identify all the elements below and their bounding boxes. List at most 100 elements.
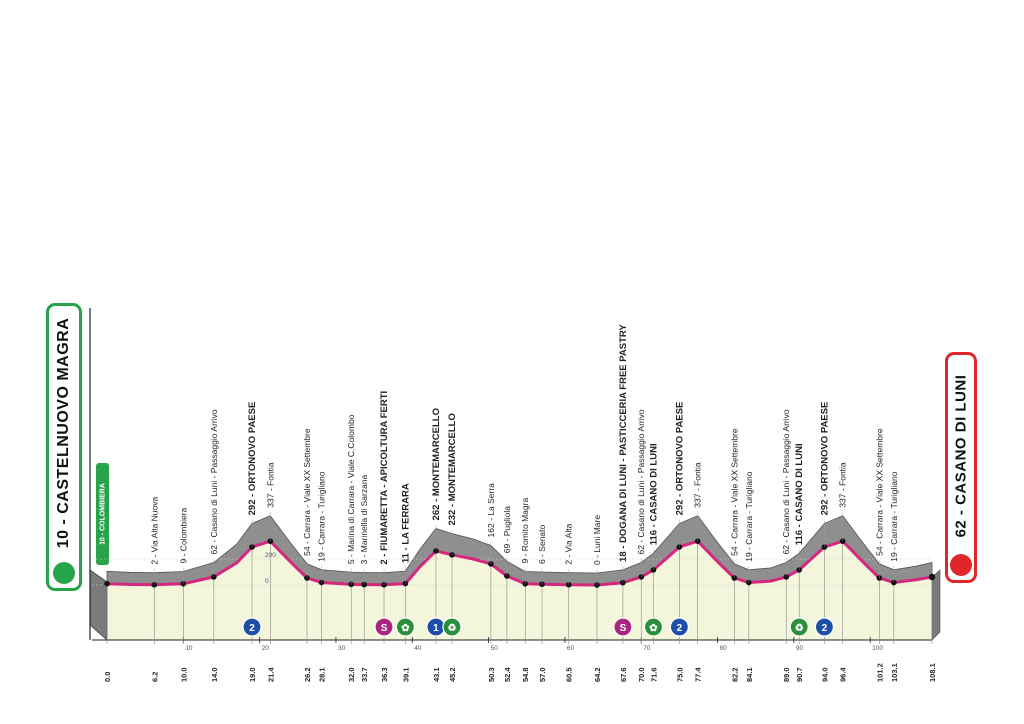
feed-marker-icon [395, 617, 416, 637]
location-km-label: 0.0 [103, 672, 112, 682]
location-label: 292 - ORTONOVO PAESE [247, 402, 258, 516]
km-axis-tick-label: 80 [720, 645, 728, 652]
location-label: 11 - LA FERRARA [400, 483, 411, 563]
location-km-label: 94.0 [820, 667, 829, 682]
profile-base-fill [107, 541, 932, 640]
location-km-label: 43.1 [432, 667, 441, 682]
location-label: 9 - Colombiera [178, 507, 188, 563]
location-km-label: 33.7 [360, 667, 369, 682]
location-km-label: 67.6 [619, 667, 628, 682]
location-km-label: 64.2 [593, 667, 602, 682]
location-label: 232 - MONTEMARCELLO [447, 413, 458, 525]
location-label: 292 - ORTONOVO PAESE [674, 402, 685, 516]
location-dot [104, 580, 110, 587]
finish-cyclist-icon [950, 554, 972, 576]
location-km-label: 39.1 [401, 667, 410, 682]
km-axis-tick-label: 70 [643, 645, 651, 652]
location-km-label: 50.3 [487, 667, 496, 682]
feed-marker-label: ♻ [447, 623, 456, 634]
location-km-label: 54.8 [521, 667, 530, 682]
location-label: 19 - Carrara - Turigliano [889, 471, 899, 562]
sign-marker-icon [814, 617, 834, 637]
location-km-label: 75.0 [675, 667, 684, 682]
km-axis-tick-label: 10 [185, 645, 193, 652]
location-label: 6 - Senato [537, 524, 547, 563]
feed-marker-icon [643, 617, 664, 637]
feed-marker-icon [442, 617, 462, 637]
sign-marker-label: 1 [433, 623, 439, 634]
location-km-label: 82.2 [730, 667, 739, 682]
location-km-label: 19.0 [248, 667, 257, 682]
location-label: 19 - Carrara - Turigliano [316, 471, 326, 562]
feed-marker-icon [789, 617, 809, 637]
profile-right-wall [931, 569, 941, 641]
finish-box: 62 - CASANO DI LUNI [945, 352, 977, 583]
sign-marker-icon [669, 617, 689, 637]
finish-dot [928, 573, 936, 581]
checkered-flag-icon [53, 562, 75, 584]
sign-marker-icon [242, 617, 262, 637]
location-km-label: 57.0 [538, 667, 547, 682]
sprint-marker-icon [613, 617, 633, 637]
location-km-label: 10.0 [179, 667, 188, 682]
location-label: 18 - DOGANA DI LUNI - PASTICCERIA FREE P… [618, 324, 629, 562]
location-km-label: 21.4 [266, 667, 275, 682]
km-axis-tick-label: 100 [872, 645, 883, 652]
location-label: 9 - Romito Magra [520, 498, 530, 564]
sign-marker-label: 2 [822, 623, 828, 634]
location-label: 2 - Via Alta [564, 523, 574, 564]
location-km-label: 45.2 [448, 667, 457, 682]
location-label: 54 - Carrara - Viale XX Settembre [302, 428, 312, 556]
location-label: 162 - La Serra [486, 483, 496, 538]
location-label: 62 - Casano di Luni - Passaggio Arrivo [636, 409, 646, 554]
sprint-marker-icon [374, 617, 394, 637]
location-label: 2 - Via Alta Nuova [149, 497, 159, 565]
location-km-label: 28.1 [317, 667, 326, 682]
location-label: 116 - CASANO DI LUNI [648, 443, 659, 545]
profile-left-wall [89, 569, 108, 641]
location-km-label: 90.7 [795, 667, 804, 682]
start-badge: 10 - COLOMBIERA [96, 463, 109, 565]
sign-marker-label: 2 [677, 623, 683, 634]
location-km-label: 101.2 [875, 663, 884, 682]
location-label: 62 - Casano di Luni - Passaggio Arrivo [781, 409, 791, 554]
sign-marker-label: 2 [249, 623, 255, 634]
location-km-label: 52.4 [503, 667, 512, 682]
km-axis-tick-label: 20 [262, 645, 270, 652]
sprint-marker-label: S [620, 623, 627, 634]
location-km-label: 96.4 [839, 667, 848, 682]
location-label: 19 - Carrara - Turigliano [744, 471, 754, 562]
location-km-label: 14.0 [210, 667, 219, 682]
location-label: 337 - Fontia [265, 462, 275, 508]
location-label: 3 - Marinella di Sarzana [359, 474, 369, 564]
location-km-label: 36.3 [380, 667, 389, 682]
start-box: 10 - CASTELNUOVO MAGRA [46, 303, 82, 591]
feed-marker-label: ✿ [401, 623, 410, 634]
location-km-label: 71.6 [649, 667, 658, 682]
location-label: 69 - Pugliola [502, 506, 512, 554]
location-km-label: 108.1 [928, 663, 937, 682]
location-label: 337 - Fontia [693, 462, 703, 508]
location-km-label: 26.2 [303, 667, 312, 682]
location-km-label: 89.0 [782, 667, 791, 682]
location-km-label: 32.0 [347, 667, 356, 682]
km-axis-tick-label: 60 [567, 645, 575, 652]
km-axis-tick-label: 50 [491, 645, 499, 652]
location-label: 54 - Carrara - Viale XX Settembre [729, 428, 739, 556]
location-label: 54 - Carrara - Viale XX Settembre [874, 428, 884, 556]
location-label: 62 - Casano di Luni - Passaggio Arrivo [209, 409, 219, 554]
location-label: 292 - ORTONOVO PAESE [819, 402, 830, 516]
km-axis-tick-label: 30 [338, 645, 346, 652]
location-label: 5 - Marina di Carrara - Viale C.Colombo [346, 414, 356, 564]
location-label: 116 - CASANO DI LUNI [794, 443, 805, 545]
km-axis-tick-label: 40 [414, 645, 422, 652]
location-km-label: 6.2 [150, 672, 159, 682]
location-km-label: 70.0 [637, 667, 646, 682]
location-km-label: 103.1 [890, 663, 899, 682]
feed-marker-label: ✿ [649, 623, 658, 634]
location-label: 337 - Fontia [838, 462, 848, 508]
location-km-label: 84.1 [745, 667, 754, 682]
feed-marker-label: ♻ [795, 623, 804, 634]
elevation-tick-label: 0 [265, 578, 269, 585]
